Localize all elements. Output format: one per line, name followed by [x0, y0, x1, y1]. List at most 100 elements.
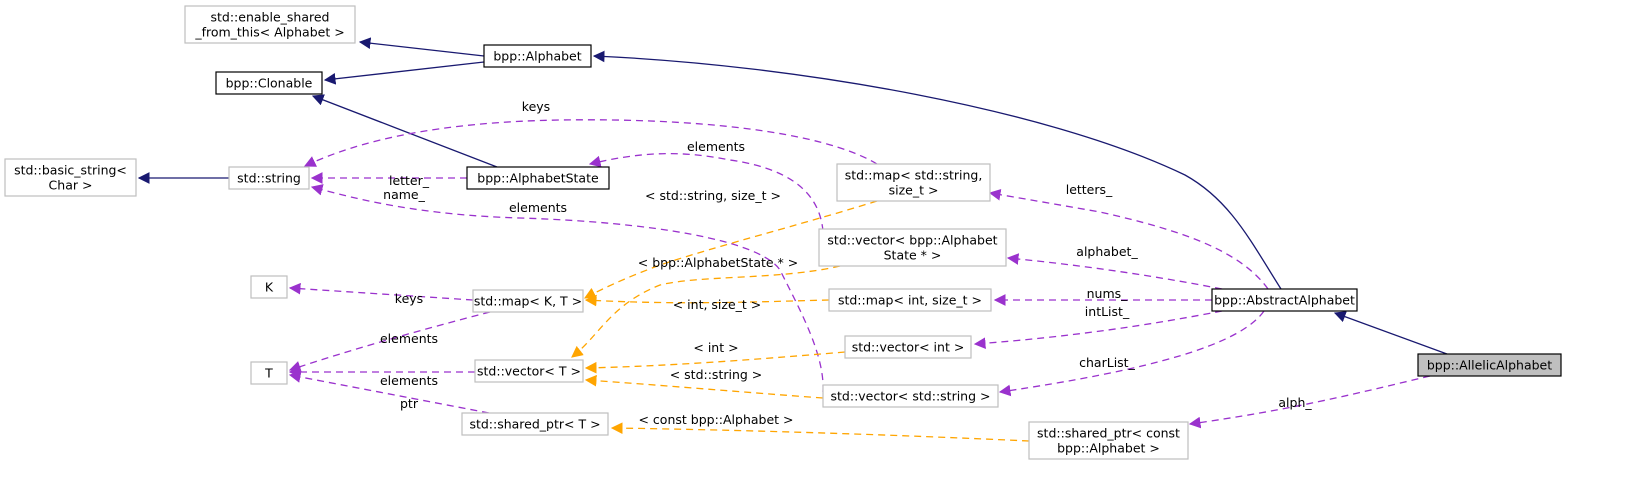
node-K[interactable]: K: [250, 275, 288, 299]
node-label: std::basic_string<: [14, 163, 127, 178]
node-box: [1211, 288, 1358, 312]
node-vector-state[interactable]: std::vector< bpp::AlphabetState * >: [818, 228, 1007, 267]
node-label: bpp::Clonable: [226, 76, 313, 91]
edge-member-allelic-alphabet-to-shared-ptr-alphabet: [1188, 375, 1431, 429]
node-vector-T[interactable]: std::vector< T >: [474, 359, 584, 383]
node-allelic-alphabet[interactable]: bpp::AllelicAlphabet: [1417, 353, 1562, 377]
node-box: [250, 361, 288, 385]
edge-label: < const bpp::Alphabet >: [638, 412, 793, 427]
edge-label: < bpp::AlphabetState * >: [638, 255, 799, 270]
node-box: [474, 359, 584, 383]
node-vector-string[interactable]: std::vector< std::string >: [822, 384, 999, 408]
node-label: std::vector< int >: [852, 340, 965, 355]
node-label: K: [265, 280, 274, 295]
node-label: bpp::AlphabetState: [477, 171, 599, 186]
edge-template-map-int-to-map-KT: [584, 294, 830, 307]
edge-member-map-KT-to-T: [288, 311, 491, 373]
edge-label: ptr: [400, 396, 419, 411]
node-label: std::vector< std::string >: [831, 389, 991, 404]
node-map-KT[interactable]: std::map< K, T >: [472, 289, 584, 313]
node-label: std::vector< T >: [477, 364, 581, 379]
node-box: [483, 44, 592, 68]
node-map-string[interactable]: std::map< std::string,size_t >: [836, 163, 991, 202]
node-T[interactable]: T: [250, 361, 288, 385]
node-clonable[interactable]: bpp::Clonable: [215, 71, 323, 95]
edge-inherit-alphabet-to-clonable: [323, 61, 485, 85]
node-label: bpp::Alphabet >: [1057, 441, 1160, 456]
node-enable-shared[interactable]: std::enable_shared_from_this< Alphabet >: [184, 5, 356, 44]
edge-label: elements: [509, 200, 567, 215]
node-box: [466, 166, 610, 190]
edge-label: charList_: [1079, 355, 1135, 370]
node-box: [184, 5, 356, 44]
edge-template-vector-int-to-vector-T: [584, 351, 846, 374]
edge-inherit-abstract-alphabet-to-alphabet: [592, 50, 1282, 290]
edge-member-abstract-alphabet-to-vector-int: [973, 310, 1223, 350]
edge-member-map-KT-to-K: [288, 282, 474, 301]
node-label: std::map< std::string,: [845, 168, 983, 183]
node-box: [4, 158, 137, 197]
edge-member-abstract-alphabet-to-map-string: [988, 188, 1269, 290]
node-box: [818, 228, 1007, 267]
node-box: [461, 412, 609, 436]
edge-label: < int >: [693, 340, 738, 355]
node-label: std::string: [237, 171, 301, 186]
node-vector-int[interactable]: std::vector< int >: [844, 335, 972, 359]
node-label: bpp::Alphabet: [493, 49, 581, 64]
node-label: Char >: [49, 178, 93, 193]
node-basic-string[interactable]: std::basic_string<Char >: [4, 158, 137, 197]
node-box: [250, 275, 288, 299]
node-label: std::enable_shared: [211, 10, 330, 25]
node-box: [844, 335, 972, 359]
edge-label: keys: [522, 99, 550, 114]
edge-member-vector-state-to-alphabet-state: [588, 152, 824, 232]
edge-template-vector-string-to-vector-T: [584, 374, 824, 399]
node-string[interactable]: std::string: [228, 166, 310, 190]
node-box: [215, 71, 323, 95]
node-box: [228, 166, 310, 190]
node-abstract-alphabet[interactable]: bpp::AbstractAlphabet: [1211, 288, 1358, 312]
node-label: std::map< int, size_t >: [838, 293, 982, 308]
node-box: [1028, 421, 1189, 460]
edge-template-shared-ptr-alphabet-to-shared-ptr-T: [610, 422, 1030, 442]
edge-label: elements: [380, 331, 438, 346]
node-box: [472, 289, 584, 313]
node-label: State * >: [884, 248, 942, 263]
edge-label: < int, size_t >: [673, 297, 762, 312]
edge-label: elements: [687, 139, 745, 154]
edge-member-abstract-alphabet-to-vector-string: [998, 310, 1265, 397]
edge-inherit-allelic-alphabet-to-abstract-alphabet: [1333, 311, 1448, 355]
edge-inherit-alphabet-to-enable-shared: [358, 37, 485, 57]
node-label: T: [264, 366, 273, 381]
edge-label: letters_: [1066, 182, 1113, 197]
node-label: std::shared_ptr< const: [1037, 426, 1180, 441]
edge-label: < std::string, size_t >: [645, 188, 781, 203]
node-box: [828, 288, 992, 312]
edge-label: < std::string >: [670, 367, 763, 382]
node-alphabet[interactable]: bpp::Alphabet: [483, 44, 592, 68]
node-label: std::vector< bpp::Alphabet: [827, 233, 997, 248]
node-label: bpp::AbstractAlphabet: [1214, 293, 1355, 308]
edge-label: alphabet_: [1076, 244, 1138, 259]
edge-label: nums_: [1087, 286, 1129, 301]
edge-label: letter_: [389, 173, 430, 188]
node-label: size_t >: [889, 183, 939, 198]
edge-inherit-alphabet-state-to-clonable: [311, 94, 498, 168]
node-map-int[interactable]: std::map< int, size_t >: [828, 288, 992, 312]
node-shared-ptr-T[interactable]: std::shared_ptr< T >: [461, 412, 609, 436]
edge-member-vector-string-to-string: [310, 184, 824, 393]
node-label: bpp::AllelicAlphabet: [1427, 358, 1552, 373]
edge-label: alph_: [1278, 395, 1312, 410]
edge-label: elements: [380, 373, 438, 388]
node-box: [836, 163, 991, 202]
edge-template-map-string-to-map-KT: [583, 200, 878, 299]
node-label: std::map< K, T >: [474, 294, 582, 309]
edge-member-abstract-alphabet-to-vector-state: [1006, 253, 1223, 290]
edge-label: keys: [395, 291, 423, 306]
edge-member-shared-ptr-T-to-T: [288, 371, 490, 414]
node-box: [1417, 353, 1562, 377]
edge-member-map-string-to-string: [303, 119, 878, 167]
node-alphabet-state[interactable]: bpp::AlphabetState: [466, 166, 610, 190]
